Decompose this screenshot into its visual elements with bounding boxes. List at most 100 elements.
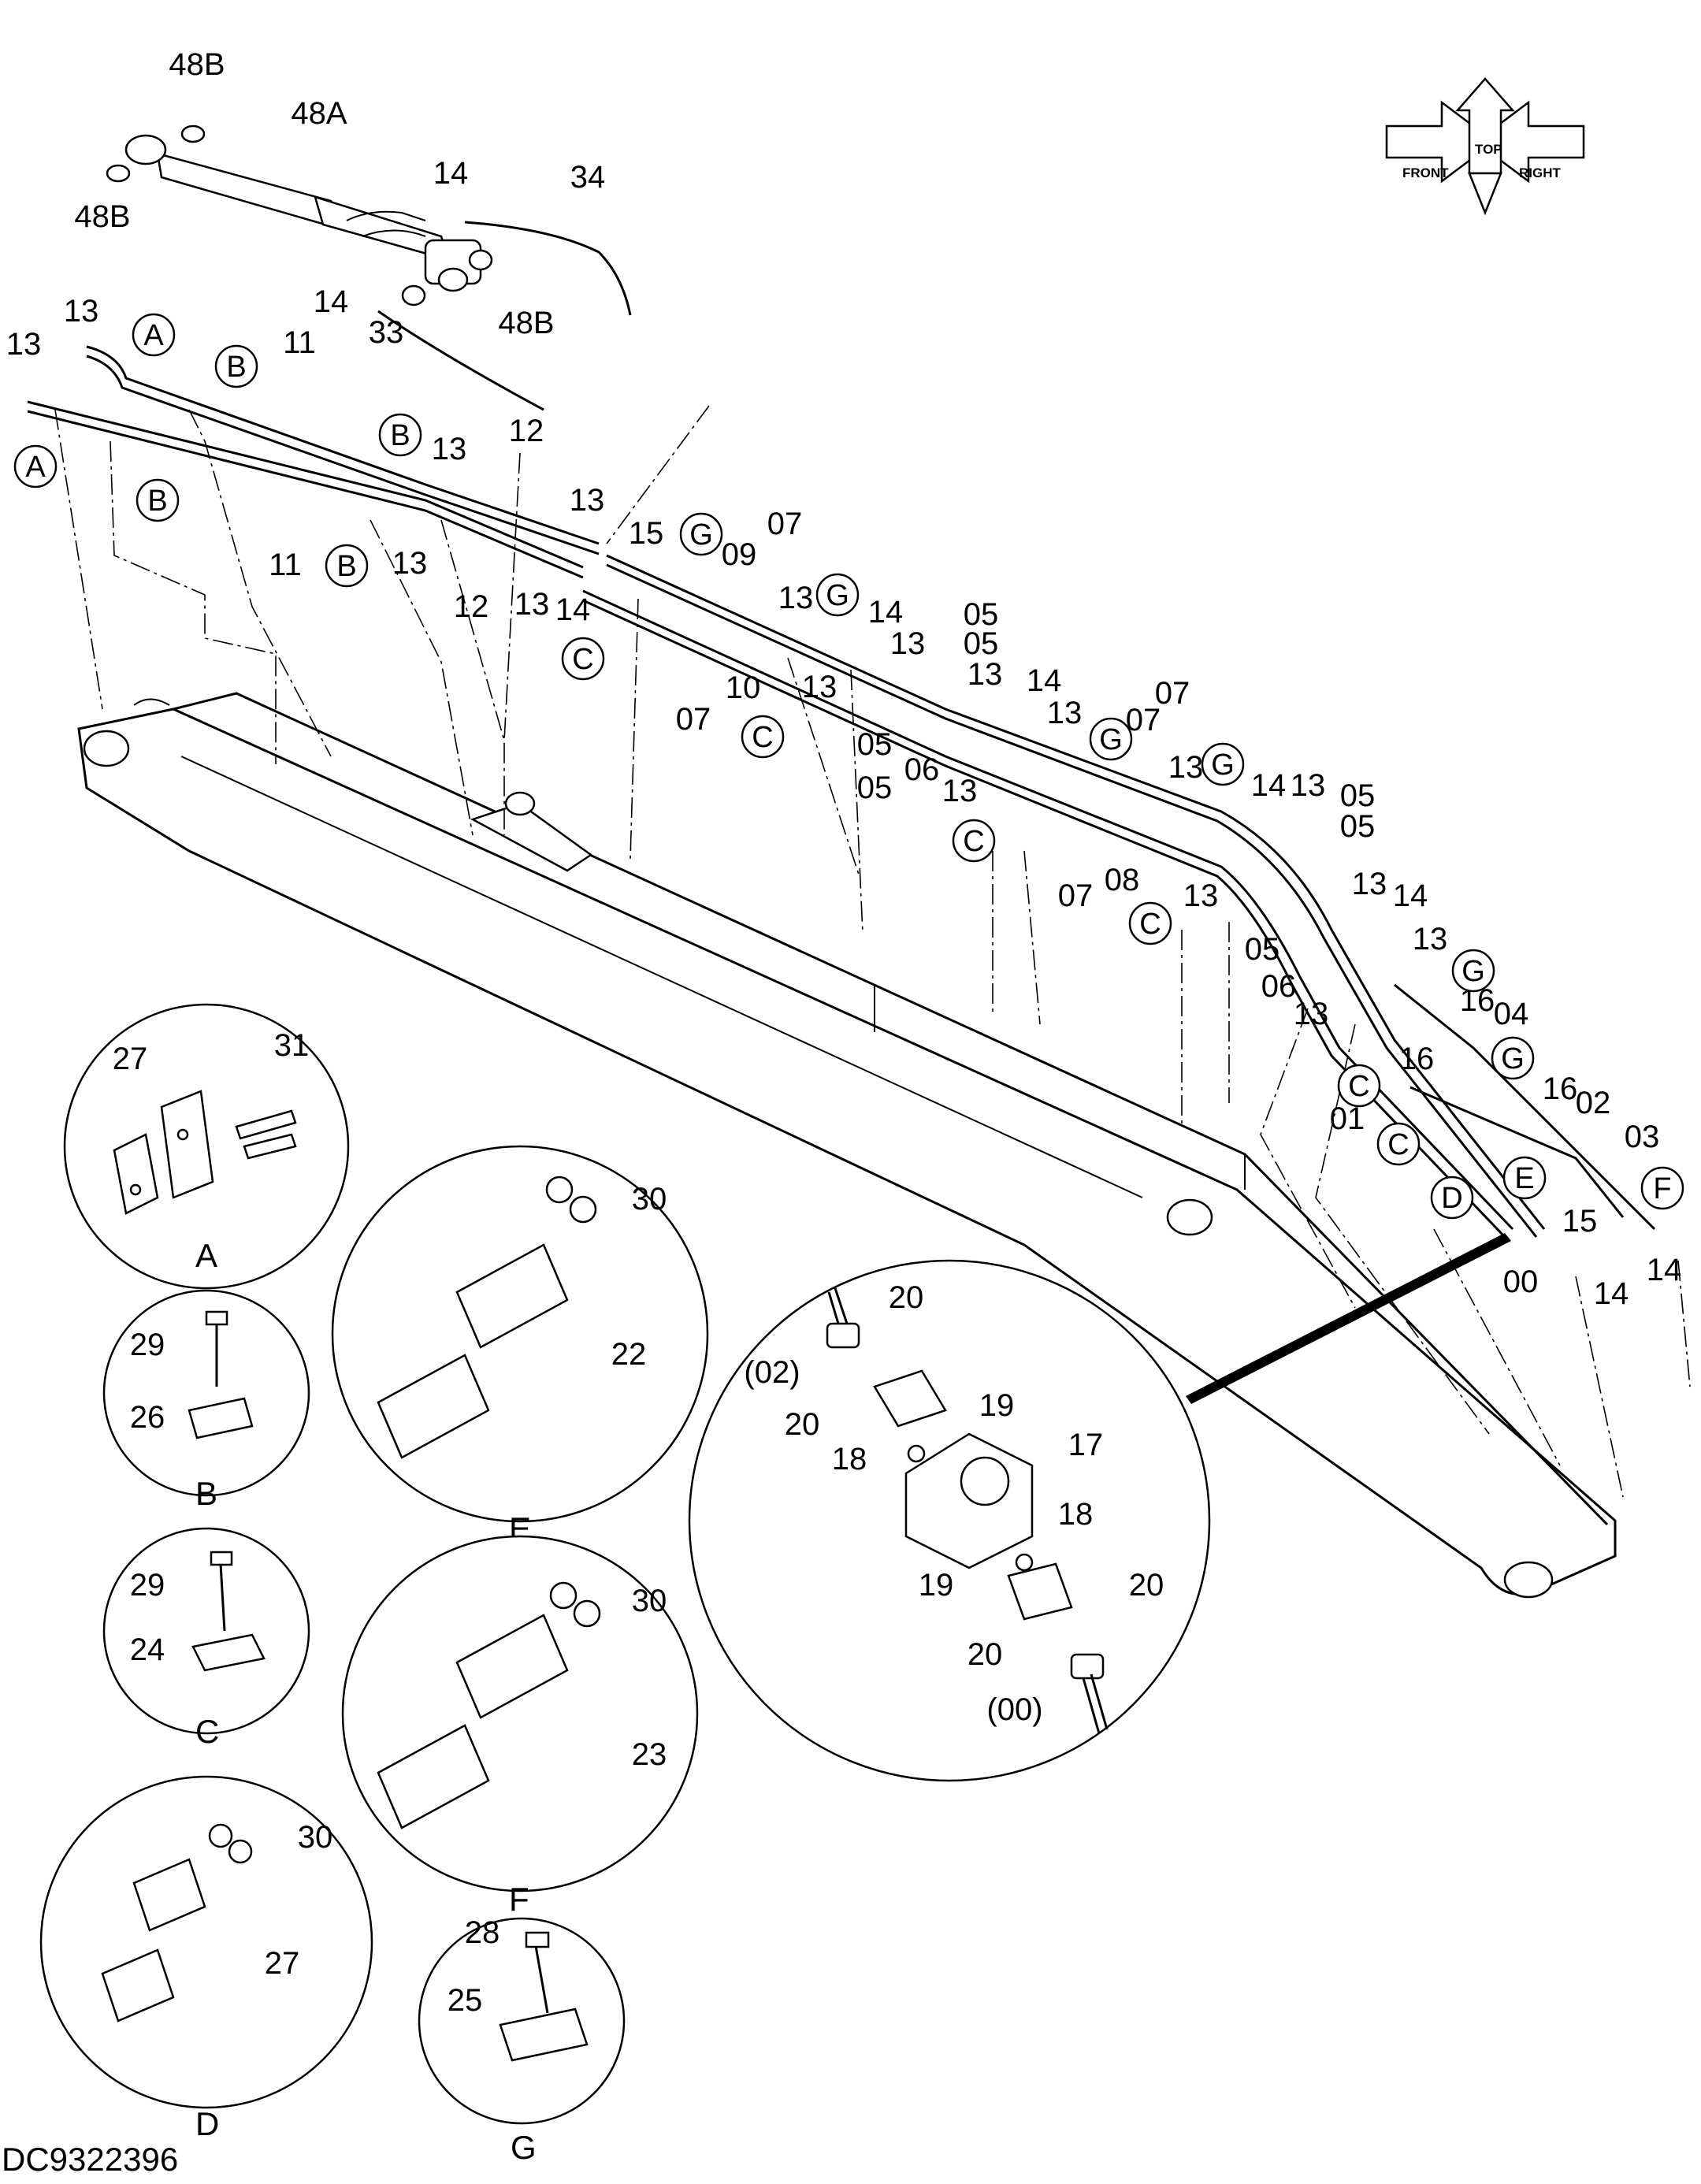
- hose-34: [464, 221, 632, 316]
- callout-c5: B: [378, 413, 422, 457]
- detail-label-a: A: [195, 1237, 217, 1274]
- part-label-l73: 19: [979, 1388, 1015, 1423]
- detail-label-b: B: [195, 1475, 217, 1512]
- callout-c7: G: [679, 512, 723, 556]
- callout-c21: F: [1640, 1166, 1684, 1210]
- part-label-l74: 20: [785, 1407, 820, 1442]
- callout-letter: B: [390, 419, 410, 452]
- callout-letter: C: [572, 643, 593, 676]
- part-label-l36: 05: [857, 727, 893, 762]
- part-label-l47: 13: [1183, 878, 1219, 913]
- callout-circle: [325, 544, 369, 588]
- part-label-l72: (02): [744, 1355, 800, 1390]
- callout-c12: C: [952, 819, 996, 863]
- callout-circle: [13, 444, 58, 488]
- part-label-l46: 08: [1105, 863, 1140, 897]
- part-label-l52: 06: [1261, 969, 1297, 1004]
- part-label-l58: 01: [1330, 1101, 1365, 1136]
- detail-view-d: D: [39, 1775, 373, 2142]
- part-label-l23: 13: [778, 581, 814, 615]
- part-label-l62: 14: [1647, 1253, 1682, 1287]
- part-label-l40: 13: [1168, 750, 1204, 785]
- callout-circle: [1491, 1036, 1535, 1080]
- detail-view-swivel-joint: [688, 1259, 1211, 1782]
- detail-view-g: G: [418, 1917, 626, 2166]
- callout-letter: G: [1099, 723, 1123, 756]
- part-label-l49: 14: [1393, 878, 1428, 913]
- callout-letter: F: [1653, 1172, 1671, 1205]
- part-label-l86: 30: [298, 1820, 333, 1855]
- part-label-l48: 13: [1352, 867, 1387, 901]
- callout-circle: [1376, 1122, 1421, 1166]
- callout-letter: C: [1139, 908, 1161, 941]
- callout-circle: [378, 413, 422, 457]
- callout-circle: [561, 637, 605, 681]
- part-label-l83: 20: [967, 1637, 1003, 1672]
- callout-letter: C: [963, 825, 984, 858]
- callout-circle: [1502, 1156, 1547, 1200]
- part-label-l33: 13: [1047, 696, 1083, 730]
- part-label-l59: 02: [1576, 1086, 1611, 1120]
- part-label-l30: 13: [802, 670, 838, 704]
- callout-circle: [1451, 949, 1495, 993]
- part-label-l57: 16: [1543, 1072, 1578, 1106]
- part-label-l87: 27: [265, 1946, 300, 1981]
- callout-circle: [1089, 717, 1133, 761]
- leader-lines: [54, 405, 1691, 1498]
- detail-label-g: G: [511, 2129, 537, 2166]
- callout-letter: A: [25, 451, 46, 484]
- drawing-code: DC9322396: [2, 2141, 178, 2178]
- part-label-l27: 05: [964, 626, 999, 661]
- callout-circle: [1337, 1064, 1381, 1108]
- callout-c17: G: [1491, 1036, 1535, 1080]
- part-label-l43: 05: [1340, 778, 1376, 813]
- callout-letter: C: [1387, 1128, 1409, 1161]
- callout-letter: G: [826, 579, 849, 612]
- part-label-l5: 34: [570, 160, 606, 195]
- part-label-l28: 07: [676, 702, 711, 737]
- part-label-l69: 29: [130, 1328, 165, 1362]
- part-label-l81: 19: [919, 1568, 954, 1603]
- callout-circle: [741, 715, 785, 759]
- part-label-l61: 15: [1562, 1204, 1598, 1239]
- part-label-l35: 07: [1126, 703, 1161, 737]
- part-label-l66: 31: [274, 1028, 310, 1063]
- part-label-l68: 22: [611, 1337, 647, 1372]
- part-label-l32: 14: [1027, 663, 1062, 698]
- part-label-l54: 04: [1494, 997, 1529, 1031]
- callout-letter: B: [336, 550, 356, 583]
- callout-letter: C: [1348, 1070, 1369, 1103]
- part-label-l11: 33: [369, 315, 404, 350]
- callout-letter: B: [226, 351, 246, 384]
- part-label-l31: 13: [967, 657, 1003, 692]
- callout-letter: G: [689, 518, 713, 552]
- part-label-l12: 12: [509, 414, 544, 448]
- callout-c18: C: [1376, 1122, 1421, 1166]
- part-label-l17: 09: [722, 537, 757, 572]
- callout-circle: [815, 573, 860, 617]
- part-label-l88: 28: [465, 1915, 500, 1950]
- callout-circle: [136, 478, 180, 522]
- part-label-l82: 20: [1129, 1568, 1164, 1603]
- detail-view-e: E: [331, 1145, 709, 1547]
- callout-c11: G: [1089, 717, 1133, 761]
- part-label-l75: 18: [832, 1442, 867, 1476]
- part-label-l76: 17: [1068, 1428, 1104, 1462]
- callout-letter: G: [1211, 748, 1235, 782]
- detail-view-b: B: [102, 1289, 310, 1512]
- callout-c20: E: [1502, 1156, 1547, 1200]
- part-label-l22: 14: [555, 592, 591, 627]
- callout-c3: A: [13, 444, 58, 488]
- part-label-l39: 13: [942, 774, 978, 808]
- callout-letter: G: [1501, 1042, 1525, 1075]
- callout-c1: A: [132, 313, 176, 357]
- swivel-leader: [1186, 1233, 1511, 1404]
- callout-c4: B: [136, 478, 180, 522]
- callout-c10: C: [741, 715, 785, 759]
- part-label-l29: 10: [726, 670, 761, 705]
- detail-view-c: C: [102, 1527, 310, 1750]
- detail-label-d: D: [195, 2105, 219, 2142]
- part-label-l45: 07: [1058, 878, 1094, 913]
- part-label-l10: 11: [283, 325, 316, 360]
